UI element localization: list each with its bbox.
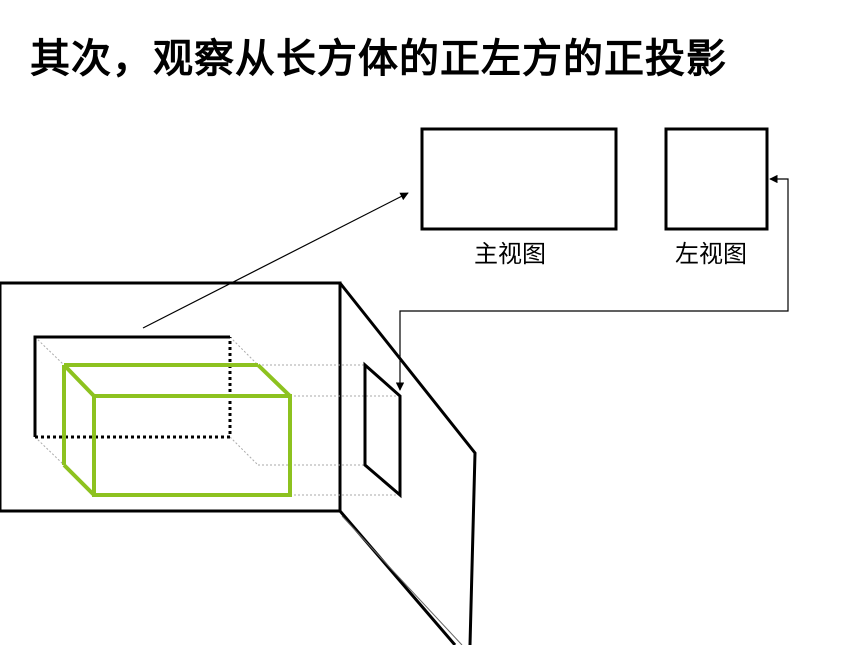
cuboid (62, 363, 292, 497)
side-projection (363, 361, 402, 499)
front-projection-outline (33, 335, 230, 437)
left-view-rect (664, 127, 769, 231)
side-plane-bottom-edge-thin (341, 515, 463, 645)
projector-lines (34, 336, 400, 496)
arrow-to-left-view (395, 174, 789, 391)
arrow-to-front-view (142, 192, 409, 329)
side-plane-bottom-edge (338, 510, 457, 645)
side-projection-plane (338, 282, 477, 645)
front-view-label: 主视图 (474, 240, 546, 268)
front-projection-hidden-edges (35, 337, 232, 439)
left-view-label: 左视图 (675, 240, 747, 268)
front-projection-plane (0, 281, 342, 513)
page-title: 其次，观察从长方体的正左方的正投影 (30, 36, 727, 82)
front-view-rect (420, 127, 618, 231)
